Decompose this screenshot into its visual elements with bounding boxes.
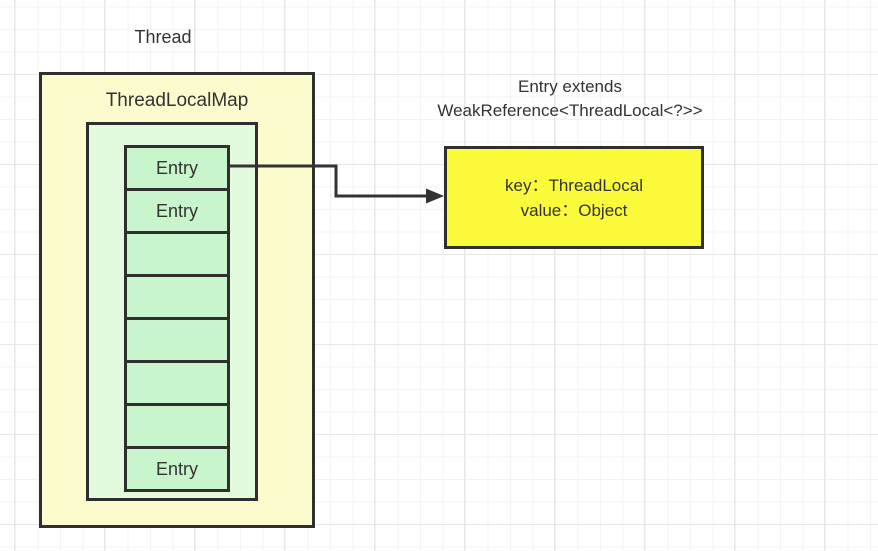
entry-cell: Entry: [124, 145, 230, 191]
entry-cell: [124, 274, 230, 320]
entry-detail-box: key：ThreadLocal value：Object: [444, 146, 704, 249]
entry-cell: [124, 231, 230, 277]
threadlocalmap-box: Entry Entry Entry: [86, 122, 258, 501]
entry-cell: [124, 360, 230, 406]
entry-table: Entry Entry Entry: [124, 145, 230, 492]
entry-cell: Entry: [124, 446, 230, 492]
threadlocalmap-label: ThreadLocalMap: [105, 90, 249, 111]
entry-cell: Entry: [124, 188, 230, 234]
entry-value-line: value：Object: [520, 200, 628, 220]
entry-detail-caption-line1: Entry extends: [518, 77, 622, 96]
entry-cell: [124, 317, 230, 363]
entry-cell: [124, 403, 230, 449]
thread-box: ThreadLocalMap Entry Entry Entry: [39, 72, 315, 528]
entry-detail-caption: Entry extends WeakReference<ThreadLocal<…: [380, 75, 760, 123]
thread-label: Thread: [134, 27, 192, 47]
entry-key-line: key：ThreadLocal: [505, 175, 643, 195]
entry-detail-caption-line2: WeakReference<ThreadLocal<?>>: [437, 101, 703, 120]
